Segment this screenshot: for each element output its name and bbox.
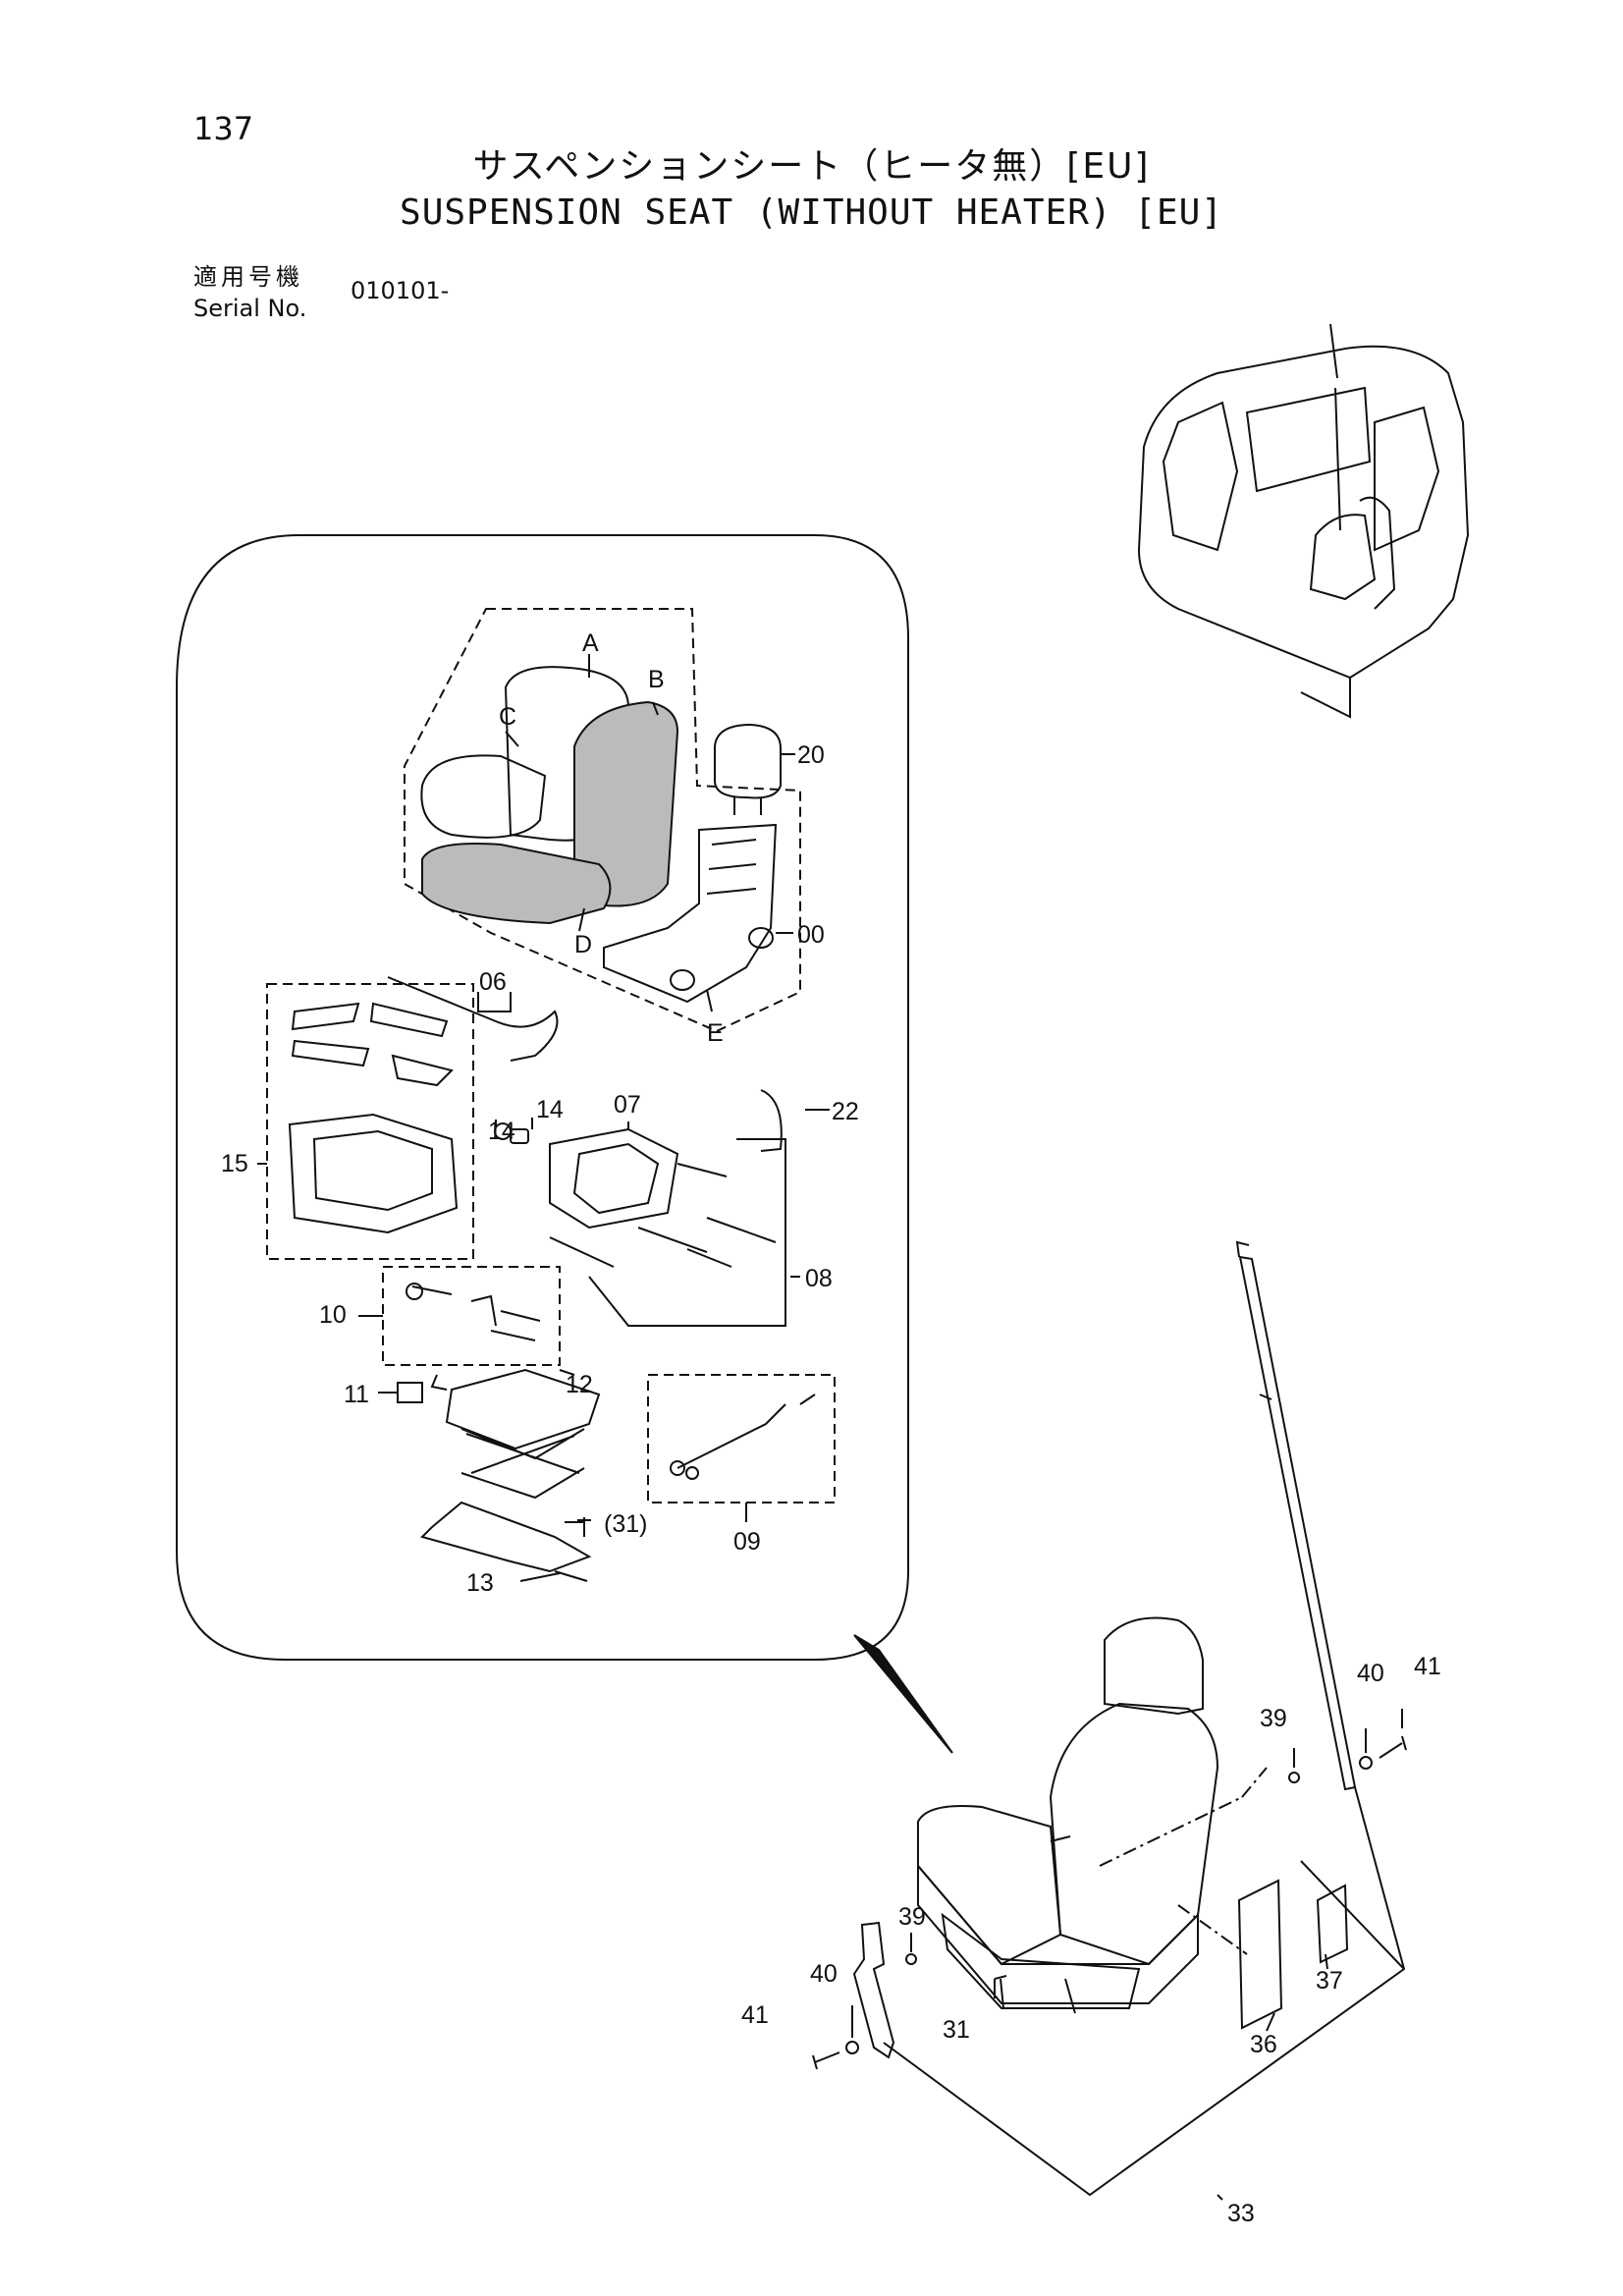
callout-10: 10	[319, 1301, 347, 1329]
detail-frame	[176, 534, 909, 1661]
serial-label-japanese: 適用号機	[193, 263, 303, 291]
side-cover	[1237, 1879, 1283, 2030]
callout-07: 07	[614, 1091, 641, 1119]
callout-06: 06	[479, 968, 507, 996]
callout-22: 22	[832, 1098, 859, 1125]
callout-41-right: 41	[1414, 1653, 1441, 1680]
seat-belt-strap	[1238, 1255, 1357, 1791]
cab-thumbnail	[1137, 323, 1470, 719]
serial-number-value: 010101-	[351, 277, 450, 304]
callout-40-left: 40	[810, 1960, 838, 1988]
callout-D: D	[574, 931, 592, 958]
serial-label-english: Serial No.	[193, 295, 307, 322]
callout-11: 11	[344, 1381, 369, 1408]
title-english: SUSPENSION SEAT (WITHOUT HEATER) [EU]	[400, 192, 1223, 233]
callout-B: B	[648, 666, 665, 693]
page-number: 137	[193, 110, 254, 147]
callout-20: 20	[797, 741, 825, 769]
callout-A: A	[582, 629, 599, 657]
callout-41-left: 41	[741, 2001, 769, 2029]
callout-C: C	[499, 703, 516, 731]
callout-00: 00	[797, 921, 825, 949]
assembled-seat	[917, 1616, 1219, 2014]
title-japanese: サスペンションシート（ヒータ無）[EU]	[472, 146, 1151, 187]
callout-14-right: 14	[536, 1096, 564, 1123]
detail-pointer	[853, 1634, 953, 1754]
callout-39-right: 39	[1260, 1705, 1287, 1732]
callout-36: 36	[1250, 2031, 1277, 2058]
callout-12: 12	[566, 1371, 593, 1398]
callout-31-detail: (31)	[604, 1510, 647, 1538]
callout-37: 37	[1316, 1967, 1343, 1995]
callout-40-right: 40	[1357, 1660, 1384, 1687]
callout-13: 13	[466, 1569, 494, 1597]
callout-33: 33	[1227, 2200, 1255, 2227]
callout-15: 15	[221, 1150, 248, 1177]
callout-14-left: 14	[488, 1118, 515, 1145]
callout-E: E	[707, 1019, 724, 1047]
callout-39-left: 39	[898, 1903, 926, 1931]
seat-belt-buckle	[852, 1921, 895, 2059]
callout-31: 31	[943, 2016, 970, 2044]
callout-08: 08	[805, 1265, 833, 1292]
callout-09: 09	[733, 1528, 761, 1556]
cover-plate	[1316, 1884, 1349, 1964]
